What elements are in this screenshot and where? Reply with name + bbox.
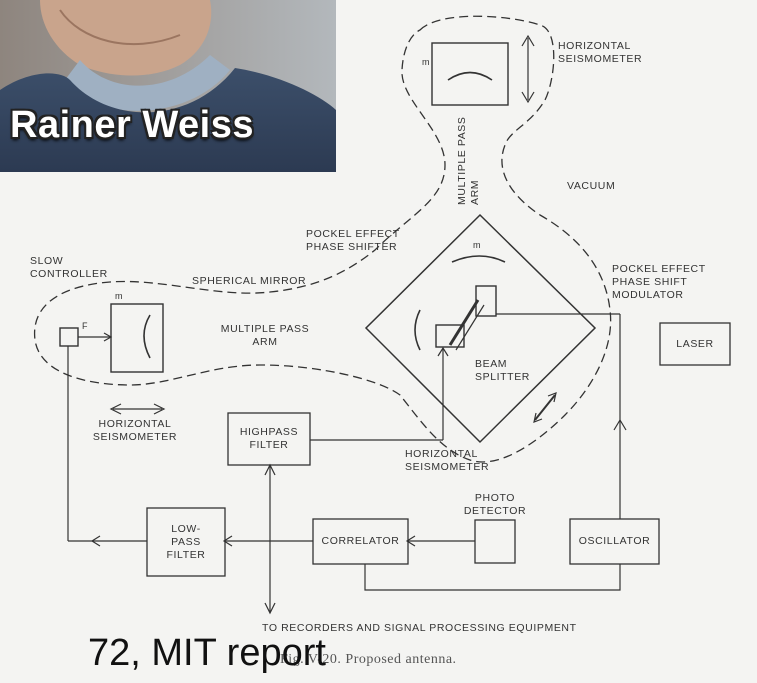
label-horizontal-seismometer-left: HORIZONTAL SEISMOMETER [80,418,190,444]
label-mass-center: m [473,240,481,250]
report-overlay-label: 72, MIT report [88,632,326,675]
portrait-photo: Rainer Weiss [0,0,336,172]
label-pockel-effect-phase-shifter: POCKEL EFFECT PHASE SHIFTER [306,228,400,254]
interferometer-diamond [366,215,595,442]
correlator-label: CORRELATOR [313,535,408,548]
oscillator-label: OSCILLATOR [570,535,659,548]
low-pass-filter-label: LOW- PASS FILTER [147,523,225,562]
label-multiple-pass-arm-horizontal: MULTIPLE PASS ARM [205,323,325,349]
photo-detector-box [475,520,515,563]
label-spherical-mirror: SPHERICAL MIRROR [192,275,306,288]
label-mass-left: m [115,291,123,301]
photo-name-label: Rainer Weiss [10,104,254,147]
label-pockel-effect-modulator: POCKEL EFFECT PHASE SHIFT MODULATOR [612,263,706,302]
label-slow-controller: SLOW CONTROLLER [30,255,108,281]
top-seismometer-box [432,43,508,105]
label-multiple-pass-arm-vertical: MULTIPLE PASS ARM [456,116,482,205]
label-force: F [82,321,88,331]
label-beam-splitter: BEAM SPLITTER [475,358,530,384]
force-box [60,328,78,346]
label-vacuum: VACUUM [567,180,615,193]
laser-label: LASER [660,338,730,351]
label-horizontal-seismometer-top: HORIZONTAL SEISMOMETER [558,40,642,66]
label-horizontal-seismometer-center: HORIZONTAL SEISMOMETER [405,448,489,474]
label-mass-top: m [422,57,430,67]
label-photo-detector: PHOTO DETECTOR [455,492,535,518]
left-seismometer-box [111,304,163,372]
highpass-filter-label: HIGHPASS FILTER [228,426,310,452]
